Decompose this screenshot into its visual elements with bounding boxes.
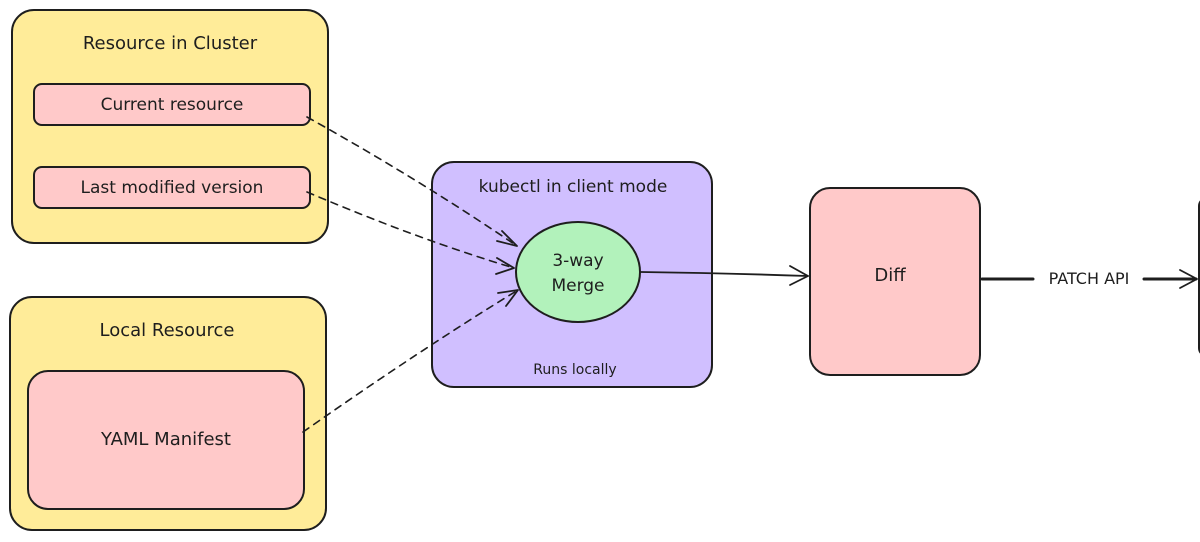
arrow-lastmod-to-merge-head (495, 257, 515, 275)
current-resource-box (33, 83, 311, 126)
cluster-group: Resource in Cluster Current resource Las… (11, 9, 329, 244)
arrow-current-to-merge (306, 116, 518, 247)
kubectl-title: kubectl in client mode (479, 177, 668, 197)
cluster-group-title: Resource in Cluster (83, 33, 258, 54)
merge-to-diff-head (789, 265, 809, 286)
merge-label-line1: 3-way (552, 251, 603, 271)
diff-box (809, 187, 981, 376)
arrow-lastmod-to-merge (306, 191, 515, 269)
yaml-manifest-box (27, 370, 305, 510)
merge-node (515, 221, 641, 323)
current-resource-label: Current resource (101, 95, 244, 115)
local-group-title: Local Resource (100, 320, 235, 341)
last-modified-label: Last modified version (81, 178, 264, 198)
yaml-manifest-label: YAML Manifest (100, 429, 231, 450)
merge-label-line2: Merge (551, 276, 604, 296)
diff-label: Diff (874, 265, 906, 286)
arrow-current-to-merge-head (496, 230, 518, 247)
patch-api-label: PATCH API (1049, 269, 1130, 288)
local-group: Local Resource YAML Manifest (9, 296, 327, 531)
merge-to-diff-arrow (640, 265, 809, 286)
patch-api-arrow: PATCH API (980, 269, 1198, 289)
patch-api-head (1179, 269, 1198, 289)
diff-group: Diff (809, 187, 981, 376)
kubectl-group: kubectl in client mode 3-way Merge Runs … (431, 161, 713, 388)
dashed-arrows (302, 116, 519, 433)
arrow-yaml-to-merge-head (497, 289, 519, 307)
arrow-yaml-to-merge (302, 289, 519, 433)
last-modified-box (33, 166, 311, 209)
merge-to-diff-line (640, 271, 809, 277)
runs-locally-label: Runs locally (533, 362, 616, 378)
